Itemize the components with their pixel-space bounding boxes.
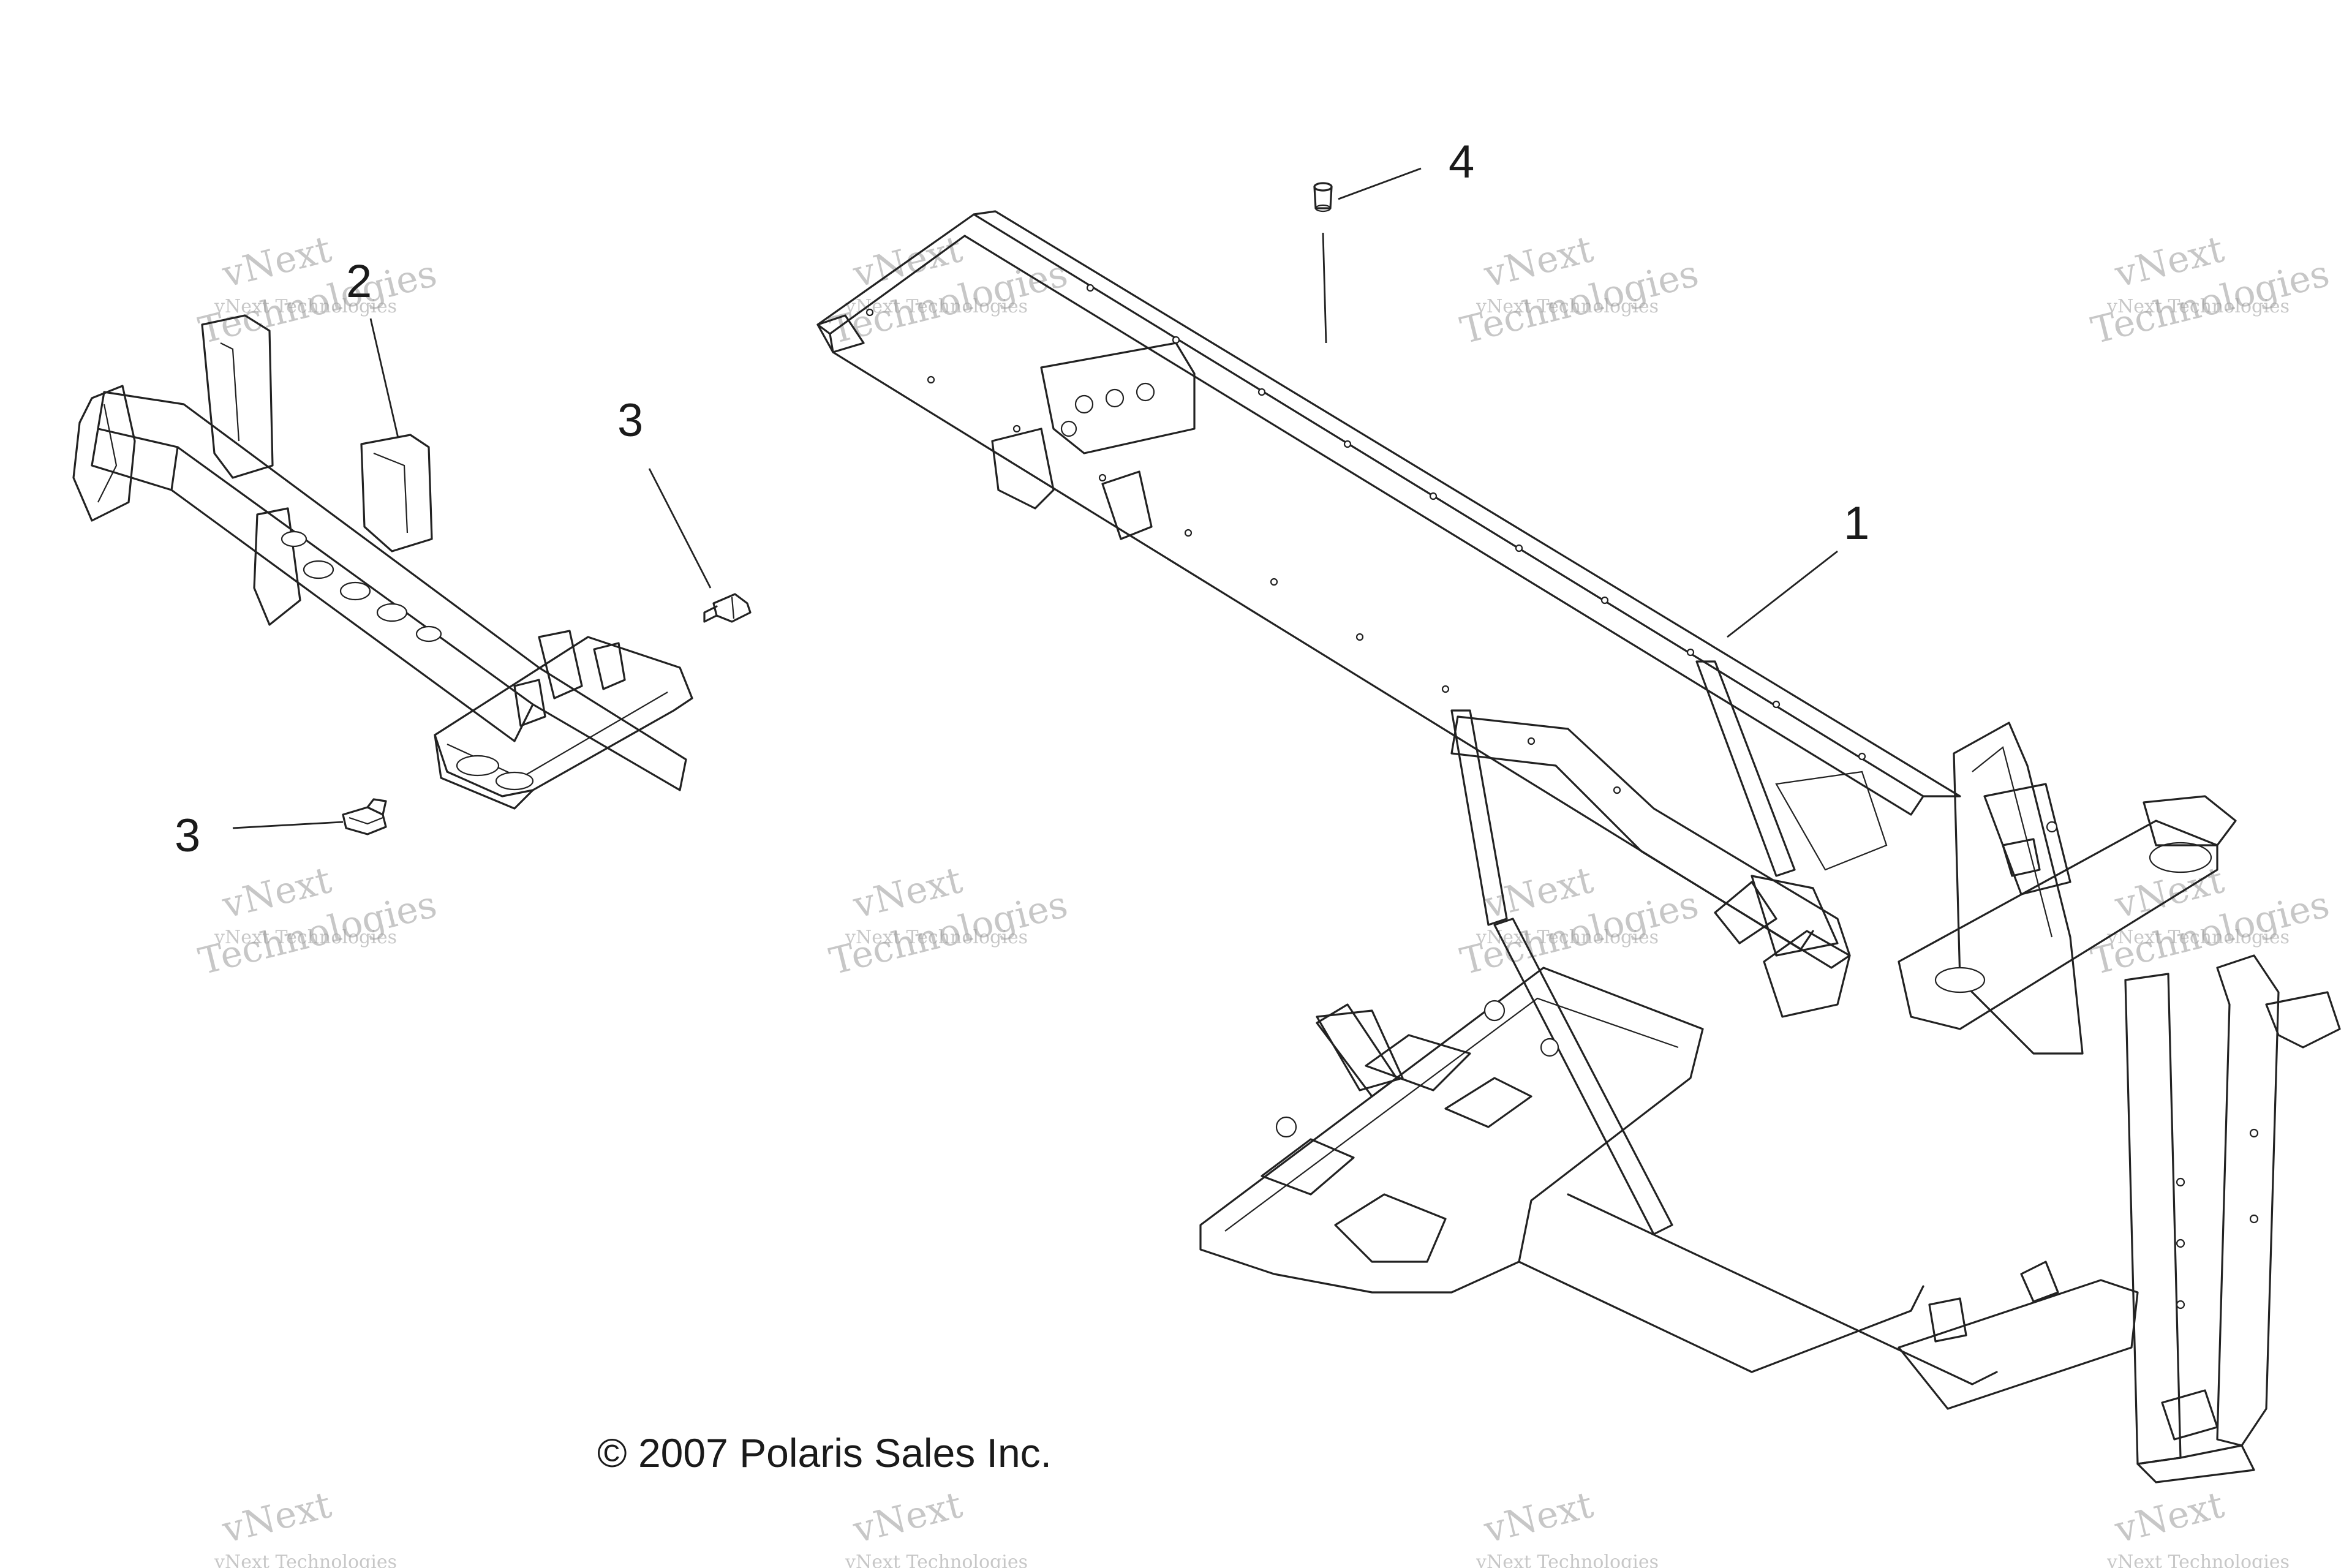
svg-text:vNext Technologies: vNext Technologies bbox=[845, 927, 1028, 948]
callout-2: 2 bbox=[346, 255, 372, 307]
svg-text:vNext Technologies: vNext Technologies bbox=[2106, 927, 2290, 948]
bushing-4 bbox=[1313, 182, 1333, 213]
svg-text:vNext: vNext bbox=[217, 1483, 335, 1552]
svg-text:vNext Technologies: vNext Technologies bbox=[845, 1551, 1028, 1568]
svg-text:vNext Technologies: vNext Technologies bbox=[214, 927, 397, 948]
watermark: vNext Technologies vNext Technologies bbox=[1457, 228, 1703, 353]
leader-1 bbox=[1727, 550, 1838, 638]
leader-lines bbox=[232, 167, 1838, 829]
rail-holes bbox=[865, 284, 1866, 794]
watermark-grid: vNext Technologies vNext Technologies vN… bbox=[195, 228, 2334, 1568]
callouts: 1 2 3 3 4 bbox=[175, 136, 1869, 862]
svg-text:vNext Technologies: vNext Technologies bbox=[214, 1551, 397, 1568]
watermark: vNext vNext Technologies bbox=[845, 1483, 1028, 1568]
watermark: vNext Technologies vNext Technologies bbox=[2087, 228, 2334, 353]
callout-3-lower: 3 bbox=[175, 810, 200, 862]
watermark: vNext vNext Technologies bbox=[2106, 1483, 2290, 1568]
svg-text:vNext Technologies: vNext Technologies bbox=[2106, 1551, 2290, 1568]
svg-text:vNext Technologies: vNext Technologies bbox=[1476, 927, 1659, 948]
watermark: vNext Technologies vNext Technologies bbox=[2087, 859, 2334, 984]
bolt-3-upper bbox=[703, 593, 752, 623]
bolt-3-lower bbox=[342, 798, 387, 835]
watermark: vNext Technologies vNext Technologies bbox=[826, 859, 1072, 984]
svg-text:vNext Technologies: vNext Technologies bbox=[1476, 1551, 1659, 1568]
leader-3b bbox=[232, 821, 344, 829]
callout-3-upper: 3 bbox=[617, 394, 643, 447]
leader-4a bbox=[1338, 167, 1422, 200]
svg-text:vNext Technologies: vNext Technologies bbox=[845, 296, 1028, 317]
svg-text:vNext: vNext bbox=[848, 1483, 966, 1552]
leader-4b bbox=[1322, 232, 1327, 344]
watermark: vNext Technologies vNext Technologies bbox=[195, 228, 441, 353]
svg-text:vNext Technologies: vNext Technologies bbox=[2106, 296, 2290, 317]
svg-text:vNext Technologies: vNext Technologies bbox=[1476, 296, 1659, 317]
leader-2 bbox=[369, 318, 399, 439]
watermark: vNext Technologies vNext Technologies bbox=[195, 859, 441, 984]
svg-text:vNext: vNext bbox=[2110, 1483, 2228, 1552]
copyright-notice: © 2007 Polaris Sales Inc. bbox=[597, 1430, 1052, 1476]
watermark: vNext Technologies vNext Technologies bbox=[1457, 859, 1703, 984]
part-1-main-frame bbox=[816, 210, 2341, 1483]
callout-1: 1 bbox=[1844, 497, 1869, 549]
watermark: vNext vNext Technologies bbox=[1476, 1483, 1659, 1568]
callout-4: 4 bbox=[1449, 136, 1474, 188]
svg-text:vNext: vNext bbox=[1479, 1483, 1597, 1552]
part-2-front-subframe bbox=[72, 314, 693, 810]
watermark: vNext vNext Technologies bbox=[214, 1483, 397, 1568]
leader-3a bbox=[648, 468, 712, 589]
svg-text:vNext Technologies: vNext Technologies bbox=[214, 296, 397, 317]
